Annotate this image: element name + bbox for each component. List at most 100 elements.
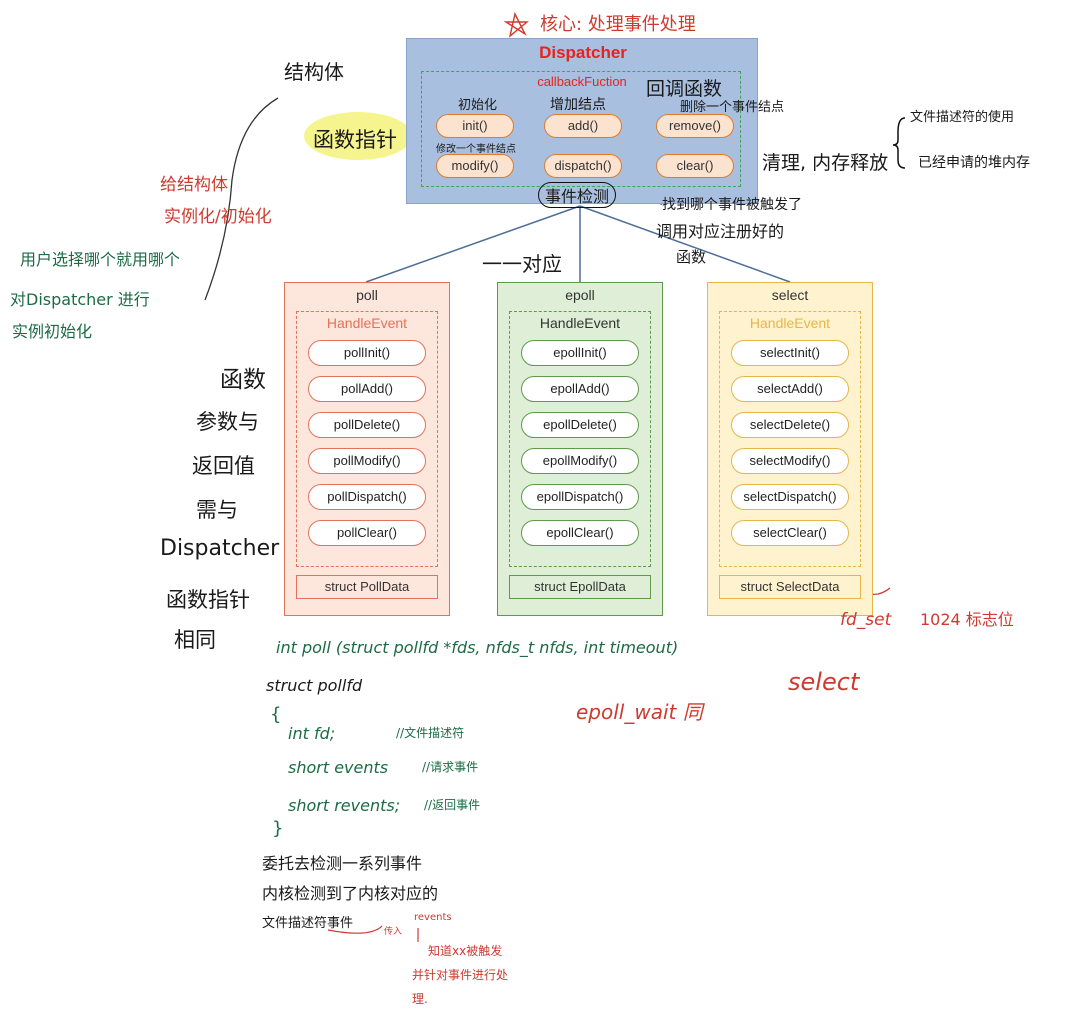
note-core: 核心: 处理事件处理 bbox=[540, 14, 696, 35]
poll-function-5: pollClear() bbox=[308, 520, 426, 546]
note-detect-1: 找到哪个事件被触发了 bbox=[662, 197, 802, 213]
poll-function-1: pollAdd() bbox=[308, 376, 426, 402]
handle-event-label: HandleEvent bbox=[326, 315, 408, 331]
dispatch-function: dispatch() bbox=[544, 154, 622, 178]
epoll-function-3: epollModify() bbox=[521, 448, 639, 474]
note-fd-use: 文件描述符的使用 bbox=[910, 110, 1015, 125]
note-know-2: 并针对事件进行处 bbox=[412, 968, 509, 982]
note-comment-revents: //返回事件 bbox=[424, 798, 481, 812]
epoll-function-5: epollClear() bbox=[521, 520, 639, 546]
select-function-4: selectDispatch() bbox=[731, 484, 849, 510]
link-select bbox=[579, 205, 791, 283]
note-field-events: short events bbox=[288, 758, 389, 777]
note-struct-line: struct pollfd bbox=[266, 676, 363, 695]
select-function-3: selectModify() bbox=[731, 448, 849, 474]
note-sig-2: 参数与 bbox=[196, 410, 259, 434]
note-add-node: 增加结点 bbox=[550, 97, 606, 113]
note-user-3: 实例初始化 bbox=[12, 322, 93, 341]
note-poll-desc-3: 文件描述符事件 bbox=[262, 916, 354, 931]
backend-title: poll bbox=[356, 287, 378, 303]
add-function: add() bbox=[544, 114, 622, 138]
note-epoll-wait: epoll_wait 同 bbox=[576, 700, 703, 724]
epoll-function-1: epollAdd() bbox=[521, 376, 639, 402]
select-function-2: selectDelete() bbox=[731, 412, 849, 438]
func-ptr-highlight bbox=[304, 112, 412, 160]
note-know-1: 知道xx被触发 bbox=[428, 944, 503, 958]
note-fd-set: fd_set bbox=[840, 610, 892, 630]
epoll-function-2: epollDelete() bbox=[521, 412, 639, 438]
struct-arrow-curve bbox=[204, 97, 279, 301]
note-callback: 回调函数 bbox=[646, 78, 723, 100]
note-user-1: 用户选择哪个就用哪个 bbox=[20, 250, 181, 269]
star-icon bbox=[503, 11, 529, 38]
backend-title: epoll bbox=[565, 287, 595, 303]
note-incoming: 传入 bbox=[384, 927, 403, 937]
handle-event-label: HandleEvent bbox=[749, 315, 831, 331]
note-func-ptr: 函数指针 bbox=[313, 128, 397, 152]
note-heap: 已经申请的堆内存 bbox=[918, 155, 1030, 171]
note-field-fd: int fd; bbox=[288, 724, 336, 743]
note-revents: revents bbox=[414, 912, 452, 923]
handle-event-group: HandleEvent pollInit() pollAdd() pollDelete… bbox=[296, 311, 438, 567]
note-select: select bbox=[788, 668, 860, 696]
note-init: 初始化 bbox=[458, 98, 498, 113]
backend-struct: struct SelectData bbox=[719, 575, 861, 599]
backend-struct: struct EpollData bbox=[509, 575, 651, 599]
note-brace-close: } bbox=[272, 818, 284, 839]
note-poll-desc-1: 委托去检测一系列事件 bbox=[262, 854, 423, 873]
select-function-1: selectAdd() bbox=[731, 376, 849, 402]
dispatcher-subtitle: callbackFuction bbox=[537, 74, 627, 89]
note-know-3: 理. bbox=[412, 992, 428, 1006]
clear-function: clear() bbox=[656, 154, 734, 178]
handle-event-label: HandleEvent bbox=[539, 315, 621, 331]
poll-function-2: pollDelete() bbox=[308, 412, 426, 438]
dispatcher-title: Dispatcher bbox=[539, 43, 627, 62]
backend-struct: struct PollData bbox=[296, 575, 438, 599]
note-poll-sig: int poll (struct pollfd *fds, nfds_t nfd… bbox=[276, 638, 679, 657]
note-event-detect: 事件检测 bbox=[538, 182, 617, 208]
link-poll bbox=[365, 205, 581, 283]
dispatcher-box: Dispatcher callbackFuction init() add() … bbox=[406, 38, 758, 204]
backend-title: select bbox=[771, 287, 809, 303]
handle-event-group: HandleEvent epollInit() epollAdd() epollDel… bbox=[509, 311, 651, 567]
incoming-arrow bbox=[327, 925, 383, 934]
note-comment-fd: //文件描述符 bbox=[396, 726, 465, 740]
note-sig-3: 返回值 bbox=[192, 454, 255, 478]
note-limit: 1024 标志位 bbox=[920, 610, 1014, 629]
note-brace-open: { bbox=[270, 704, 282, 725]
clear-brace bbox=[892, 117, 906, 169]
note-modify-node: 修改一个事件结点 bbox=[436, 144, 516, 155]
dispatcher-callbacks: callbackFuction init() add() remove() mo… bbox=[421, 71, 741, 187]
note-poll-desc-2: 内核检测到了内核对应的 bbox=[262, 884, 439, 903]
init-function: init() bbox=[436, 114, 514, 138]
note-sig-1: 函数 bbox=[220, 367, 266, 393]
note-sig-5: Dispatcher bbox=[160, 536, 280, 561]
poll-function-3: pollModify() bbox=[308, 448, 426, 474]
note-delete-node: 删除一个事件结点 bbox=[680, 100, 785, 115]
note-detect-3: 函数 bbox=[676, 248, 707, 266]
modify-function: modify() bbox=[436, 154, 514, 178]
note-sig-6: 函数指针 bbox=[166, 588, 250, 612]
epoll-function-0: epollInit() bbox=[521, 340, 639, 366]
epoll-function-4: epollDispatch() bbox=[521, 484, 639, 510]
poll-function-0: pollInit() bbox=[308, 340, 426, 366]
note-comment-events: //请求事件 bbox=[422, 760, 479, 774]
note-instantiate-1: 给结构体 bbox=[160, 175, 228, 195]
select-function-0: selectInit() bbox=[731, 340, 849, 366]
note-one-to-one: 一一对应 bbox=[482, 252, 562, 276]
select-function-5: selectClear() bbox=[731, 520, 849, 546]
note-user-2: 对Dispatcher 进行 bbox=[10, 290, 150, 309]
remove-function: remove() bbox=[656, 114, 734, 138]
poll-function-4: pollDispatch() bbox=[308, 484, 426, 510]
note-field-revents: short revents; bbox=[288, 796, 401, 815]
note-instantiate-2: 实例化/初始化 bbox=[164, 207, 272, 227]
note-struct: 结构体 bbox=[284, 60, 344, 84]
note-sig-7: 相同 bbox=[174, 628, 216, 652]
handle-event-group: HandleEvent selectInit() selectAdd() select… bbox=[719, 311, 861, 567]
note-detect-2: 调用对应注册好的 bbox=[656, 222, 785, 241]
note-clear: 清理, 内存释放 bbox=[762, 152, 889, 174]
